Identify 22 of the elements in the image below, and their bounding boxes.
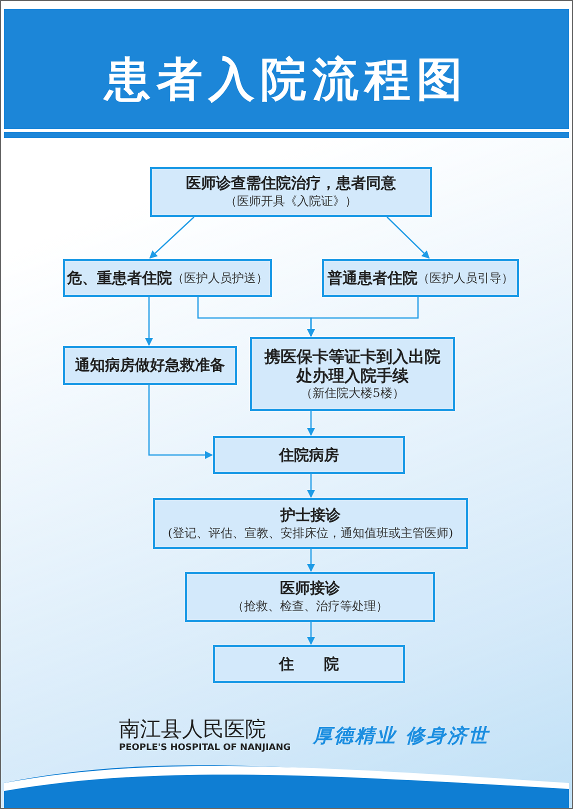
arrow (145, 297, 153, 346)
arrow (307, 549, 315, 572)
process-box: 医师诊查需住院治疗，患者同意 （医师开具《入院证》） (150, 167, 432, 217)
arrow (307, 622, 315, 645)
process-box: 护士接诊 (登记、评估、宣教、安排床位，通知值班或主管医师) (153, 498, 468, 549)
arrow (307, 297, 419, 337)
arrow (386, 216, 430, 259)
title: 患者入院流程图 (102, 51, 470, 108)
process-box: 危、重患者住院（医护人员护送） (63, 259, 272, 297)
process-box: 住 院 (213, 645, 405, 683)
hospital-name: 南江县人民医院 (119, 716, 266, 743)
process-box: 普通患者住院（医护人员引导） (322, 259, 519, 297)
hospital-name-english: PEOPLE'S HOSPITAL OF NANJIANG (119, 743, 291, 753)
arrow (307, 474, 315, 498)
arrow (149, 216, 194, 259)
arrow (148, 385, 213, 459)
process-box: 住院病房 (213, 436, 405, 474)
process-box: 携医保卡等证卡到入出院处办理入院手续 （新住院大楼5楼） (250, 337, 455, 411)
arrow (307, 411, 315, 436)
process-box: 医师接诊 （抢救、检查、治疗等处理） (185, 572, 435, 622)
motto: 厚德精业 修身济世 (313, 724, 490, 749)
process-box: 通知病房做好急救准备 (63, 346, 237, 385)
